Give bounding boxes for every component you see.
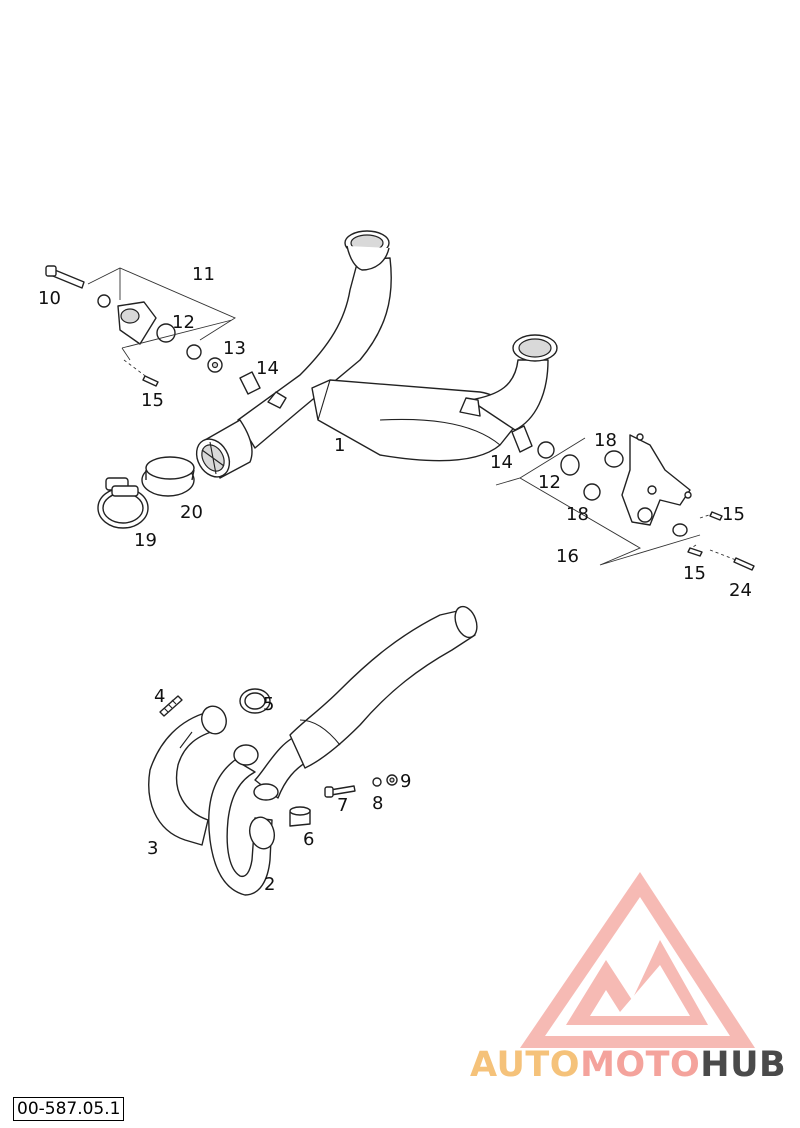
left-bracket-hardware: [45, 265, 261, 395]
callout-11: 11: [192, 264, 215, 285]
callout-15-right: 15: [722, 504, 745, 525]
clamp-part-19: [97, 477, 149, 529]
spring-part-4: [159, 695, 183, 717]
callout-8: 8: [372, 793, 383, 814]
watermark-logo: [520, 872, 755, 1048]
callout-19: 19: [134, 530, 157, 551]
callout-2: 2: [264, 874, 275, 895]
header-pipe-part-3: [148, 705, 227, 846]
watermark-wordmark: AUTOMOTOHUB: [470, 1045, 786, 1085]
callout-14-left: 14: [256, 358, 279, 379]
callout-9: 9: [400, 771, 411, 792]
sleeve-part-6: [289, 806, 311, 827]
callout-7: 7: [337, 795, 348, 816]
watermark-part-moto: MOTO: [580, 1045, 701, 1085]
sleeve-part-20: [141, 456, 195, 497]
callout-16: 16: [556, 546, 579, 567]
callout-13: 13: [223, 338, 246, 359]
callout-6: 6: [303, 829, 314, 850]
callout-20: 20: [180, 502, 203, 523]
callout-5: 5: [263, 694, 274, 715]
header-pipe-part-2: [208, 734, 311, 896]
callout-12-left: 12: [172, 312, 195, 333]
watermark-part-auto: AUTO: [470, 1045, 581, 1085]
callout-15-left: 15: [141, 390, 164, 411]
silencer-part-1: [195, 230, 558, 479]
callout-18-lower: 18: [566, 504, 589, 525]
collector-pipe: [289, 605, 478, 769]
washer-part-8: [372, 777, 382, 787]
callout-3: 3: [147, 838, 158, 859]
bolt-part-7: [324, 785, 356, 798]
callout-1: 1: [334, 435, 345, 456]
callout-4: 4: [154, 686, 165, 707]
callout-14-right: 14: [490, 452, 513, 473]
gasket-part-5: [239, 688, 271, 714]
callout-18-upper: 18: [594, 430, 617, 451]
right-bracket-hardware: [495, 425, 755, 571]
callout-15-lower: 15: [683, 563, 706, 584]
callout-12-right: 12: [538, 472, 561, 493]
document-number: 00-587.05.1: [13, 1097, 125, 1121]
watermark-part-hub: HUB: [700, 1045, 787, 1085]
callout-24: 24: [729, 580, 752, 601]
callout-10: 10: [38, 288, 61, 309]
nut-part-9: [386, 774, 398, 786]
